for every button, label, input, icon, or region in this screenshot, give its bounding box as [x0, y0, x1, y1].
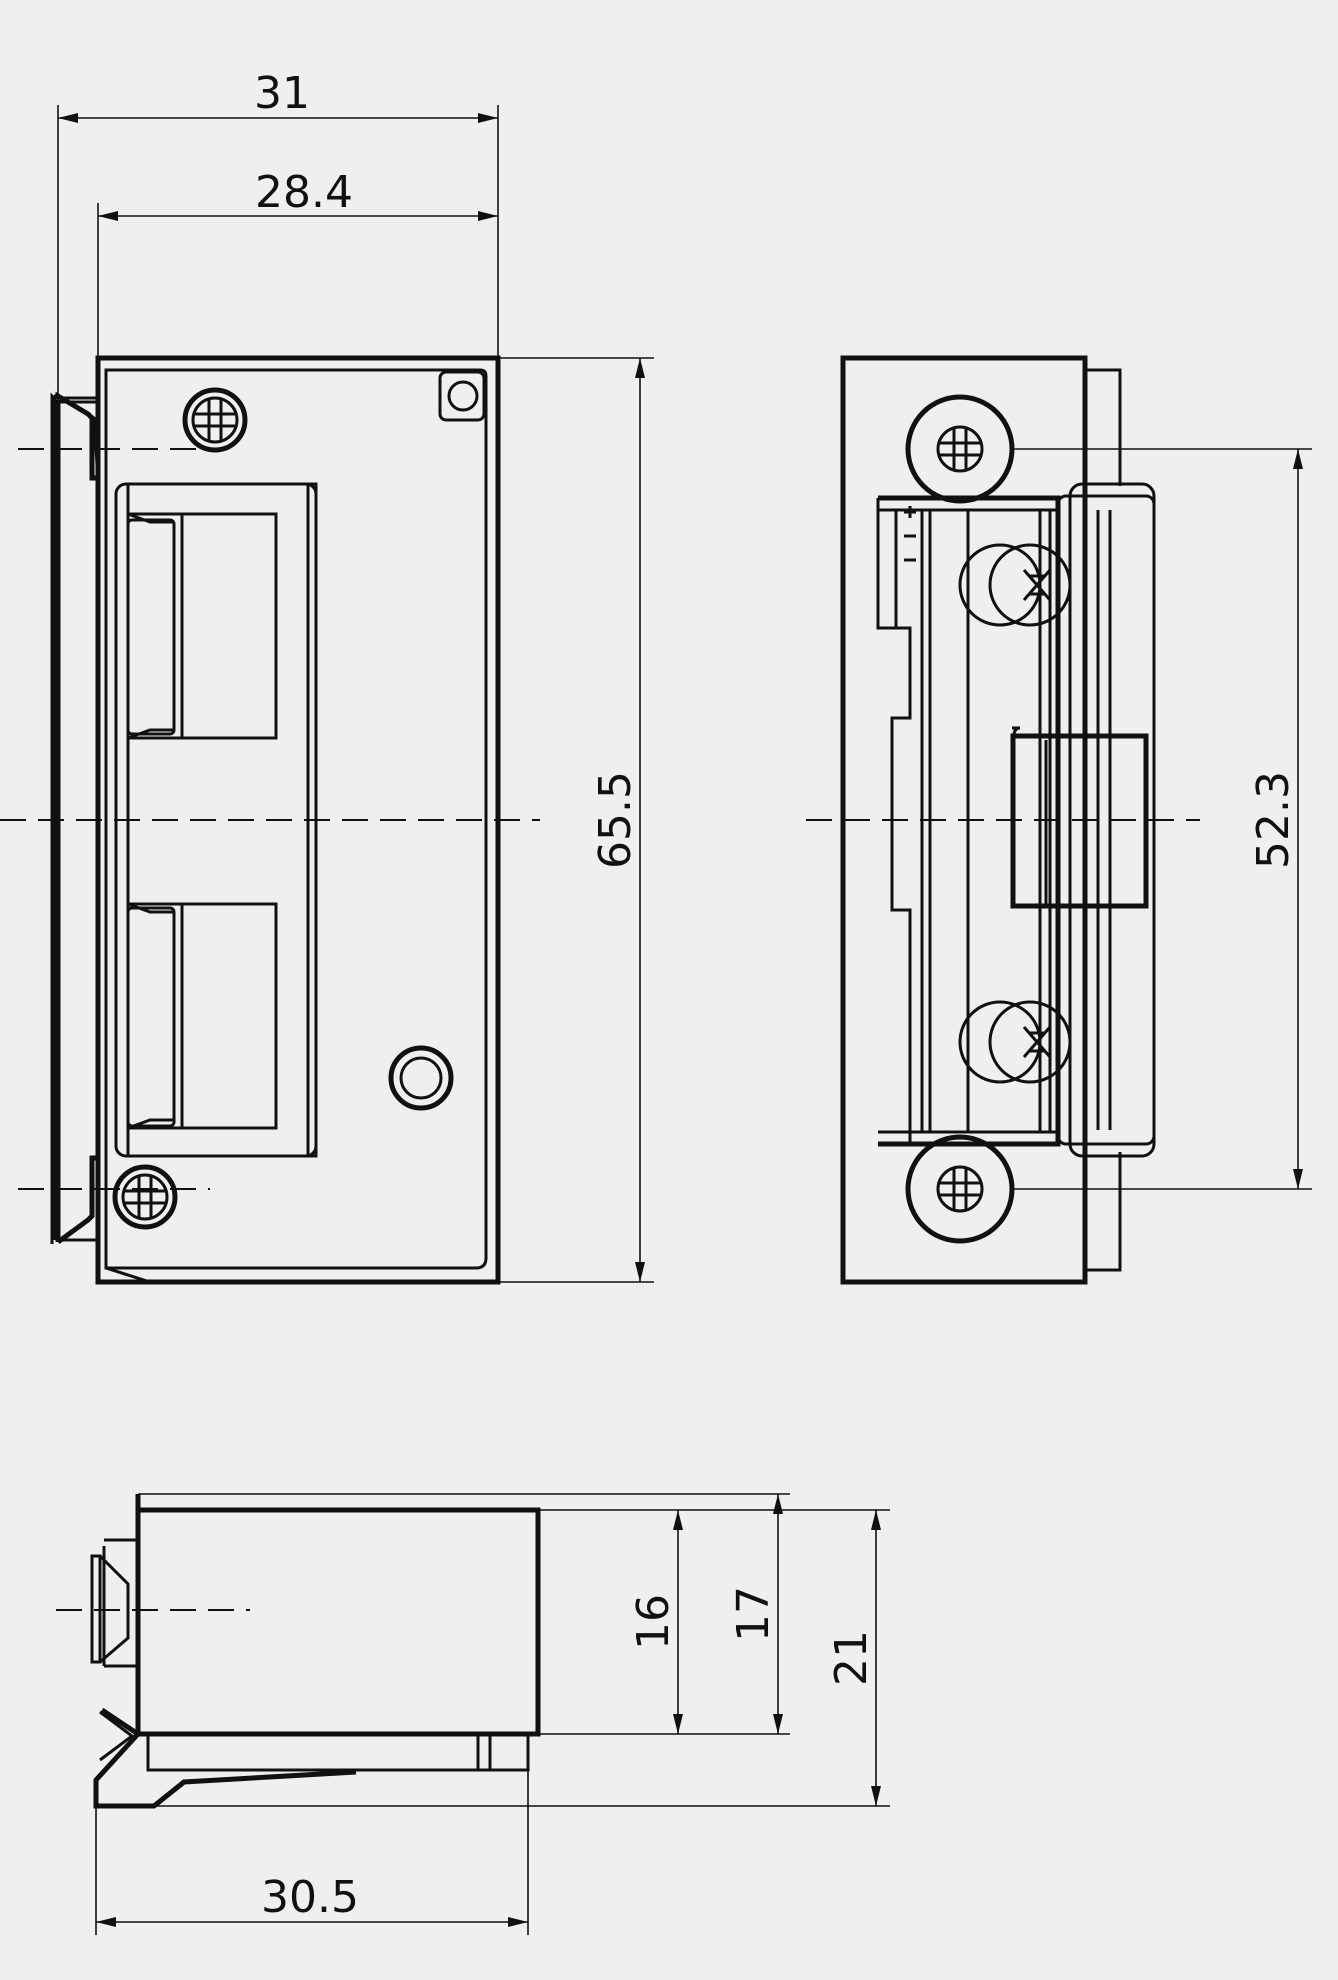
front-view: 31 28.4	[0, 68, 654, 1285]
screw-bottom-left	[112, 1164, 178, 1230]
screw-top-right	[905, 394, 1015, 504]
dim-depth-17: 17	[728, 1586, 779, 1642]
dim-height-total: 65.5	[590, 771, 641, 869]
roller-top	[958, 543, 1072, 627]
bottom-view: 16 17 21 30.5	[56, 1493, 890, 1935]
screw-bottom-right	[905, 1134, 1015, 1244]
dim-depth-16: 16	[628, 1594, 679, 1650]
dim-bottom-width: 30.5	[261, 1872, 359, 1923]
screw-top-left	[182, 387, 248, 453]
dim-width-inner: 28.4	[255, 167, 353, 218]
hole-right	[388, 1045, 454, 1111]
side-view: 52.3	[806, 355, 1312, 1285]
dim-depth-21: 21	[826, 1630, 877, 1686]
roller-bottom	[958, 1000, 1072, 1084]
dim-width-total: 31	[254, 68, 310, 119]
dim-screw-spacing: 52.3	[1248, 771, 1299, 869]
